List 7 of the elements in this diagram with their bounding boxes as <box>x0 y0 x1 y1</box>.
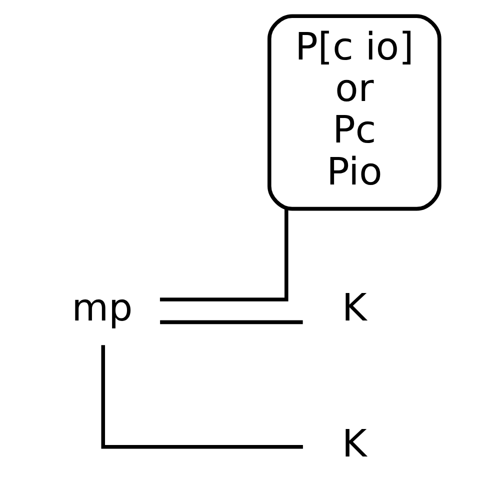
connector <box>160 320 302 324</box>
node-text: mp <box>71 285 132 330</box>
connector <box>159 209 288 302</box>
node-box: P[c io] or Pc Pio <box>267 14 441 211</box>
node-text: K <box>342 421 366 466</box>
node-text: K <box>342 285 366 330</box>
connector <box>100 345 302 449</box>
